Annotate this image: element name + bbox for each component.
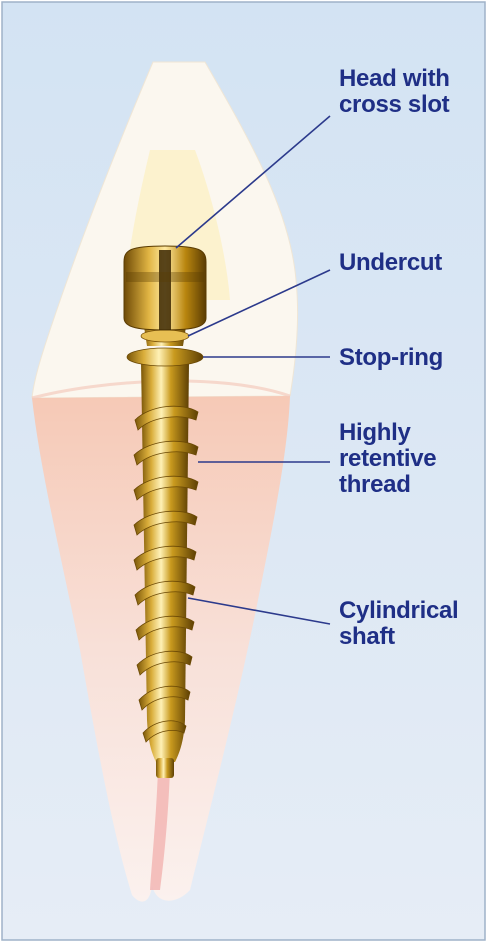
label-head-line-1: Head with — [339, 66, 450, 92]
label-shaft-line-1: Cylindrical — [339, 598, 458, 624]
label-thread-line-2: retentive — [339, 446, 436, 472]
label-undercut: Undercut — [339, 250, 442, 276]
label-thread-line-3: thread — [339, 472, 436, 498]
label-stop-ring-line-1: Stop-ring — [339, 345, 443, 371]
label-head-line-2: cross slot — [339, 92, 450, 118]
label-thread-line-1: Highly — [339, 420, 436, 446]
label-stop-ring: Stop-ring — [339, 345, 443, 371]
post-head-cross-slot — [159, 250, 171, 330]
undercut-collar — [141, 330, 189, 342]
label-shaft-line-2: shaft — [339, 624, 458, 650]
post-stop-ring — [127, 348, 203, 366]
label-highly-retentive-thread: Highly retentive thread — [339, 420, 436, 498]
post-tip — [156, 758, 174, 778]
head-groove — [126, 272, 204, 282]
label-cylindrical-shaft: Cylindrical shaft — [339, 598, 458, 650]
label-head-with-cross-slot: Head with cross slot — [339, 66, 450, 118]
label-undercut-line-1: Undercut — [339, 250, 442, 276]
